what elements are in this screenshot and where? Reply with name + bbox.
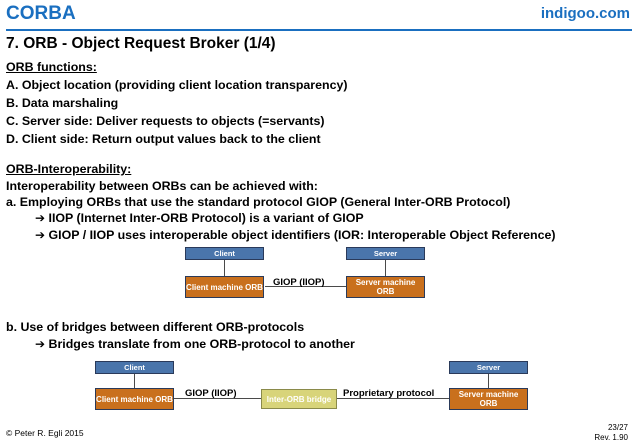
connector-proprietary — [337, 398, 450, 399]
orb-function-d: D. Client side: Return output values bac… — [6, 132, 321, 146]
arrow-right-icon: ➔ — [35, 211, 46, 225]
footer-page-info: 23/27 Rev. 1.90 — [594, 423, 628, 442]
interop-a-bullet-1: ➔ IIOP (Internet Inter-ORB Protocol) is … — [35, 211, 364, 225]
revision: Rev. 1.90 — [594, 432, 628, 442]
connector-giop — [174, 398, 261, 399]
client-orb-box: Client machine ORB — [185, 276, 264, 298]
giop-label: GIOP (IIOP) — [185, 388, 237, 399]
header-divider — [6, 29, 632, 31]
connector-client — [224, 257, 225, 277]
arrow-right-icon: ➔ — [35, 337, 46, 351]
orb-function-c: C. Server side: Deliver requests to obje… — [6, 114, 325, 128]
interop-option-a: a. Employing ORBs that use the standard … — [6, 195, 511, 209]
server-orb-box: Server machine ORB — [346, 276, 425, 298]
proprietary-label: Proprietary protocol — [343, 388, 435, 399]
server-box: Server — [346, 247, 425, 260]
header-right-title: indigoo.com — [540, 5, 630, 22]
server-orb-box: Server machine ORB — [449, 388, 528, 410]
interop-a-bullet-2: ➔ GIOP / IIOP uses interoperable object … — [35, 228, 556, 242]
interop-a-bullet-2-text: GIOP / IIOP uses interoperable object id… — [48, 228, 556, 242]
client-box: Client — [185, 247, 264, 260]
arrow-right-icon: ➔ — [35, 228, 46, 242]
connector-client — [134, 371, 135, 389]
giop-label: GIOP (IIOP) — [273, 277, 325, 288]
connector-server — [488, 371, 489, 389]
footer-copyright: © Peter R. Egli 2015 — [6, 428, 84, 438]
header-left-title: CORBA — [6, 3, 76, 24]
interop-a-bullet-1-text: IIOP (Internet Inter-ORB Protocol) is a … — [48, 211, 364, 225]
orb-function-b: B. Data marshaling — [6, 96, 119, 110]
interop-intro: Interoperability between ORBs can be ach… — [6, 179, 318, 193]
client-box: Client — [95, 361, 174, 374]
connector-server — [385, 257, 386, 277]
interop-option-b: b. Use of bridges between different ORB-… — [6, 320, 305, 334]
server-box: Server — [449, 361, 528, 374]
connector-giop — [265, 286, 346, 287]
interop-b-bullet: ➔ Bridges translate from one ORB-protoco… — [35, 337, 355, 351]
orb-function-a: A. Object location (providing client loc… — [6, 78, 348, 92]
interop-b-bullet-text: Bridges translate from one ORB-protocol … — [48, 337, 355, 351]
orb-functions-heading: ORB functions: — [6, 60, 97, 74]
interop-heading: ORB-Interoperability: — [6, 162, 132, 176]
inter-orb-bridge-box: Inter-ORB bridge — [261, 389, 337, 409]
client-orb-box: Client machine ORB — [95, 388, 174, 410]
page-number: 23/27 — [607, 423, 628, 432]
slide-title: 7. ORB - Object Request Broker (1/4) — [6, 35, 276, 52]
